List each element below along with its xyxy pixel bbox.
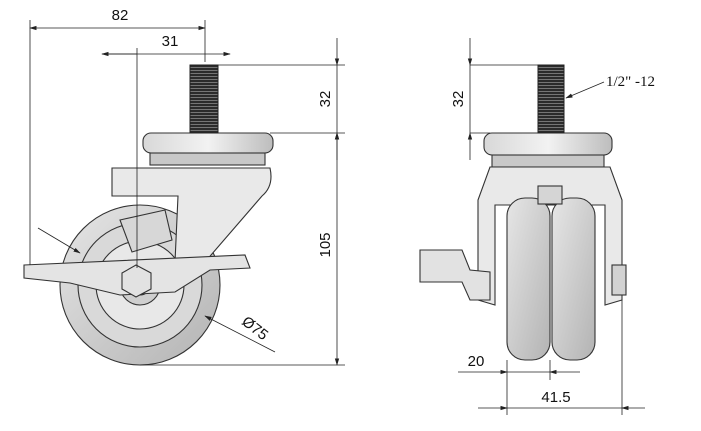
dim-body-height-label: 105 (317, 232, 334, 257)
dim-front-overall-width-label: 41.5 (541, 389, 570, 406)
dim-front-stem-height-label: 32 (450, 91, 467, 108)
side-top-plate (142, 132, 274, 166)
dim-side-stem-height-label: 32 (317, 91, 334, 108)
side-threaded-stem (189, 64, 219, 134)
front-wheel-left (506, 197, 551, 361)
side-brake-pad (119, 209, 173, 253)
dim-overall-width-label: 82 (112, 7, 129, 24)
side-axle-nut (121, 264, 152, 298)
thread-spec-note: 1/2" -12 (606, 74, 655, 90)
front-brake-bracket (419, 249, 491, 301)
front-wheel-right (551, 197, 596, 361)
side-fork (111, 167, 272, 263)
front-threaded-stem (537, 64, 565, 134)
front-top-plate (483, 132, 613, 156)
dim-wheel-width-label: 20 (468, 353, 485, 370)
dim-wheel-diameter-label: Ø75 (238, 313, 271, 344)
side-view: 82 31 32 105 Ø75 (23, 7, 345, 366)
dim-stem-offset-label: 31 (162, 33, 179, 50)
front-view: 32 1/2" -12 20 41.5 (419, 38, 655, 415)
